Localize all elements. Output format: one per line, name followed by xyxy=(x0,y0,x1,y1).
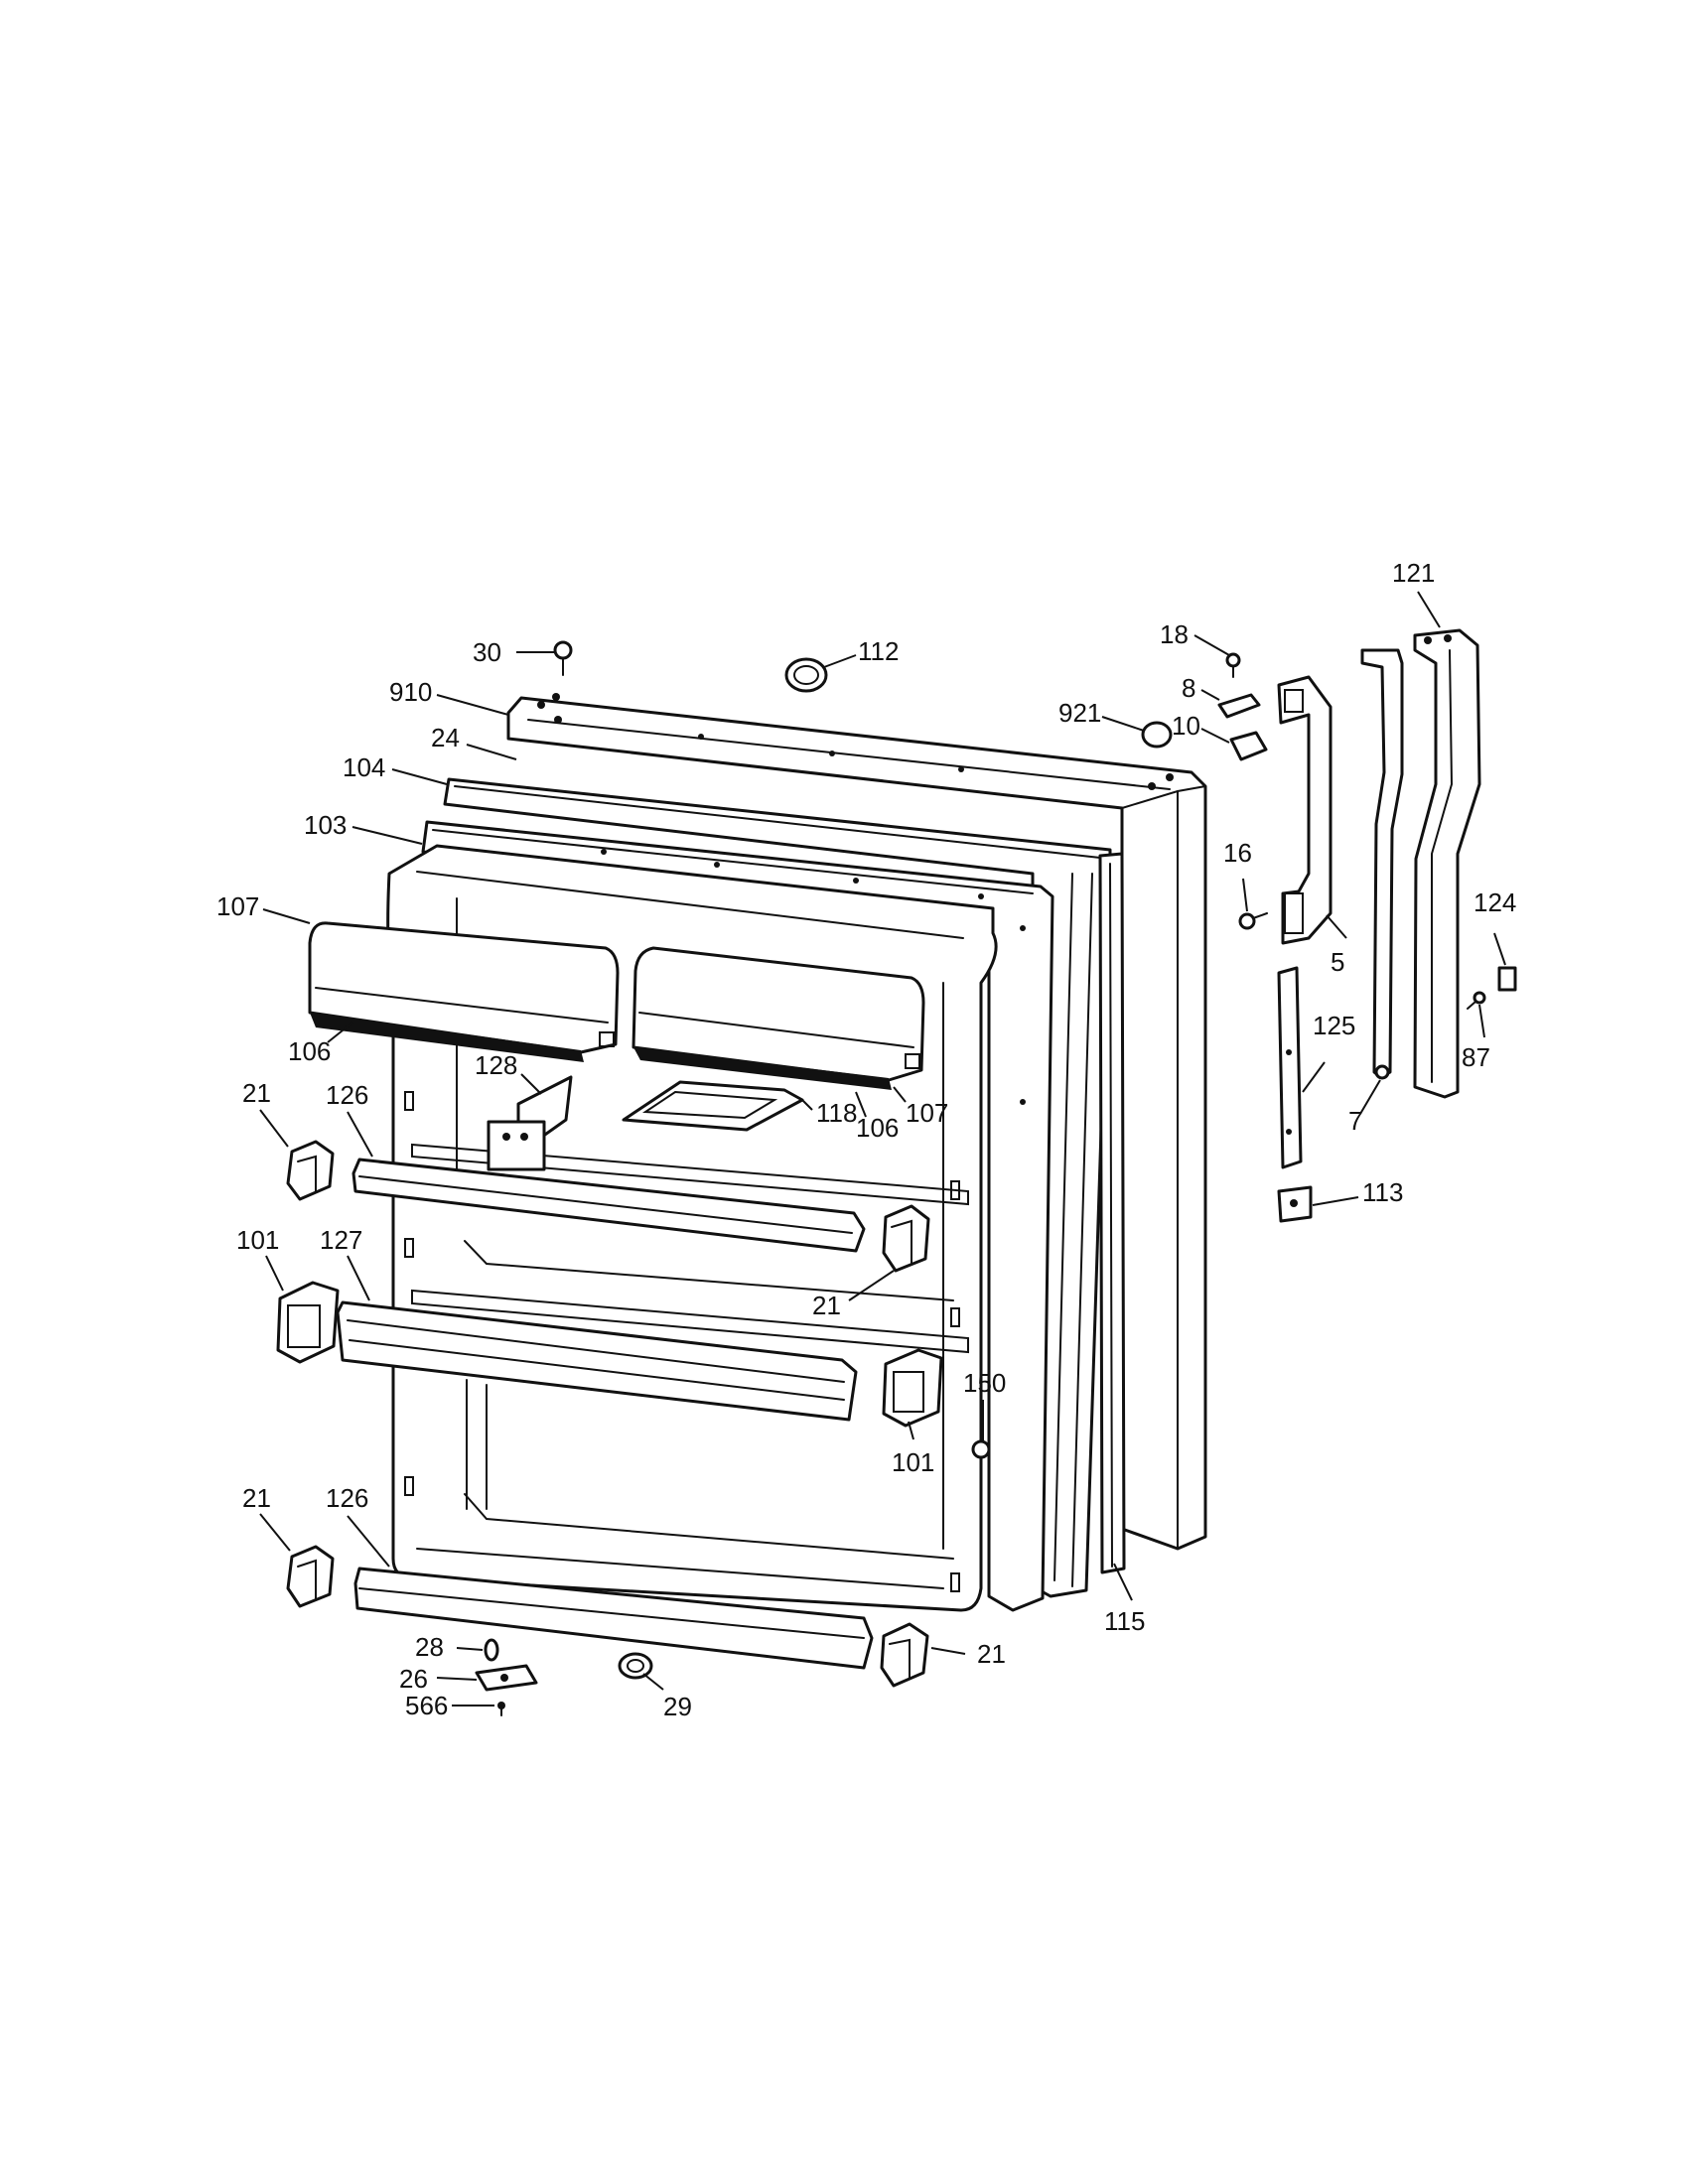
hinge-cap-10 xyxy=(1229,731,1268,761)
screw-30 xyxy=(553,640,573,676)
door-stop-5 xyxy=(1277,675,1333,945)
cap-124 xyxy=(1497,966,1517,992)
label-150: 150 xyxy=(963,1368,1006,1398)
dairy-compartment-right xyxy=(632,946,925,1090)
label-107-right: 107 xyxy=(906,1098,948,1128)
door-shelf-bar-lower xyxy=(353,1567,874,1670)
label-118: 118 xyxy=(816,1098,857,1128)
plug-112 xyxy=(784,657,828,693)
shelf-end-cap-101-left xyxy=(276,1281,340,1364)
pin-28 xyxy=(484,1638,499,1662)
label-8: 8 xyxy=(1182,673,1195,703)
screw-150 xyxy=(971,1439,991,1459)
shelf-end-cap-101-right xyxy=(882,1348,943,1428)
egg-tray xyxy=(622,1080,804,1132)
spacer-113 xyxy=(1277,1185,1313,1223)
bushing-921 xyxy=(1141,721,1173,749)
label-24: 24 xyxy=(431,723,460,752)
label-29: 29 xyxy=(663,1692,692,1721)
label-21-upper-left: 21 xyxy=(242,1078,271,1108)
label-115: 115 xyxy=(1104,1606,1145,1636)
shelf-end-cap-21-upper-left xyxy=(286,1140,335,1201)
label-921: 921 xyxy=(1058,698,1101,728)
screw-18 xyxy=(1225,652,1241,678)
label-127: 127 xyxy=(320,1225,362,1255)
part-labels: 30 112 910 24 104 103 107 106 128 118 10… xyxy=(216,558,1516,1721)
label-112: 112 xyxy=(858,636,899,666)
label-125: 125 xyxy=(1313,1011,1355,1040)
shelf-end-cap-21-lower-right xyxy=(880,1622,929,1688)
shelf-end-cap-21-lower-left xyxy=(286,1545,335,1608)
leader-lines xyxy=(259,591,1506,1706)
door-gasket-strip xyxy=(1098,852,1126,1574)
label-566: 566 xyxy=(405,1691,448,1720)
bracket-26 xyxy=(475,1664,538,1692)
screw-16 xyxy=(1238,912,1268,930)
label-28: 28 xyxy=(415,1632,444,1662)
label-5: 5 xyxy=(1331,947,1344,977)
door-shelf-bar-middle xyxy=(336,1300,858,1422)
label-18: 18 xyxy=(1160,619,1189,649)
shelf-bracket-128 xyxy=(487,1075,573,1171)
hinge-121 xyxy=(1413,628,1481,1099)
label-101-left: 101 xyxy=(236,1225,279,1255)
label-21-upper-right: 21 xyxy=(812,1291,841,1320)
screw-87 xyxy=(1467,991,1486,1010)
outer-door-panel xyxy=(506,693,1207,1551)
label-21-lower-right: 21 xyxy=(977,1639,1006,1669)
label-128: 128 xyxy=(475,1050,517,1080)
label-26: 26 xyxy=(399,1664,428,1694)
label-106-right: 106 xyxy=(856,1113,899,1143)
label-10: 10 xyxy=(1172,711,1200,741)
label-104: 104 xyxy=(343,752,385,782)
label-106-left: 106 xyxy=(288,1036,331,1066)
label-113: 113 xyxy=(1362,1177,1403,1207)
hinge-7 xyxy=(1360,648,1404,1080)
label-87: 87 xyxy=(1462,1042,1490,1072)
label-124: 124 xyxy=(1474,887,1516,917)
dairy-compartment-left xyxy=(308,921,620,1062)
label-107-left: 107 xyxy=(216,891,259,921)
shelf-end-cap-21-upper-right xyxy=(882,1204,930,1273)
label-126-upper: 126 xyxy=(326,1080,368,1110)
plug-29 xyxy=(618,1652,653,1680)
label-121: 121 xyxy=(1392,558,1435,588)
label-103: 103 xyxy=(304,810,347,840)
label-910: 910 xyxy=(389,677,432,707)
label-30: 30 xyxy=(473,637,501,667)
label-101-right: 101 xyxy=(892,1447,934,1477)
label-16: 16 xyxy=(1223,838,1252,868)
door-shelf-bar-upper xyxy=(351,1158,866,1253)
screw-566 xyxy=(497,1702,505,1716)
cover-125 xyxy=(1277,966,1303,1169)
label-126-lower: 126 xyxy=(326,1483,368,1513)
hinge-pin-8 xyxy=(1217,693,1261,719)
label-21-lower-left: 21 xyxy=(242,1483,271,1513)
label-7: 7 xyxy=(1348,1106,1362,1136)
